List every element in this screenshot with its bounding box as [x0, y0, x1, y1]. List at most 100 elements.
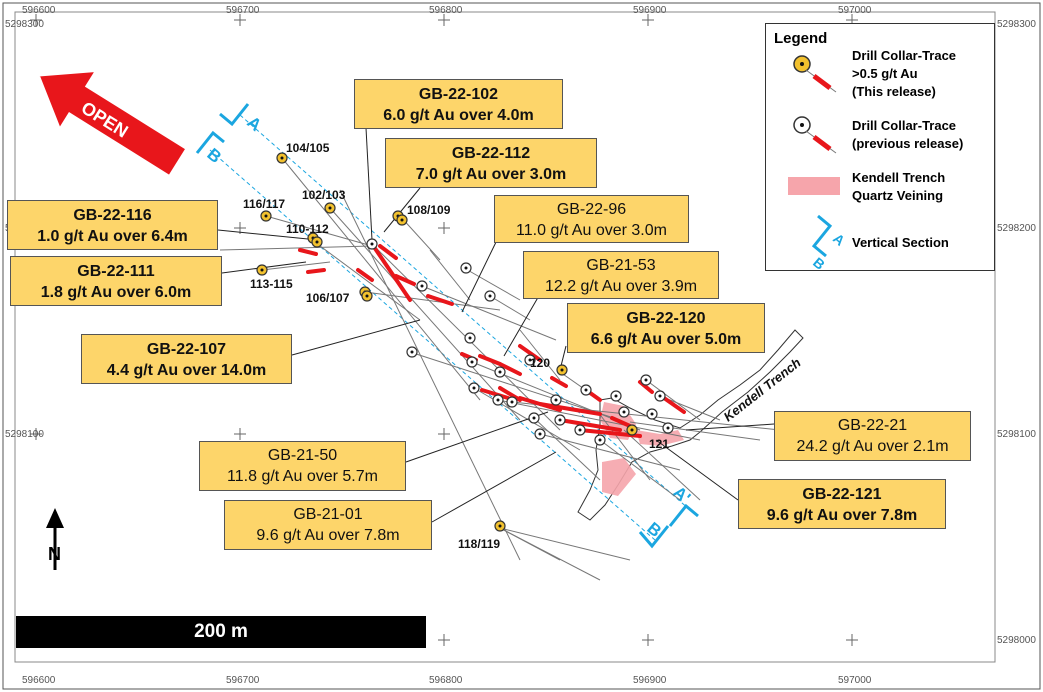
collar-previous-release — [468, 382, 480, 394]
collar-previous-release — [534, 428, 546, 440]
callout-hole: GB-22-107 — [146, 341, 227, 358]
x-label-top: 596700 — [226, 5, 260, 16]
y-label-right: 5298200 — [997, 223, 1036, 234]
callout-gb-22-102: GB-22-102 6.0 g/t Au over 4.0m — [354, 79, 563, 129]
callout-hole: GB-22-121 — [802, 486, 882, 503]
y-label-left: 5298300 — [5, 19, 44, 30]
grid-cross — [234, 14, 246, 26]
collar-previous-release — [594, 434, 606, 446]
open-arrow — [37, 69, 188, 178]
drill-trace — [645, 379, 701, 421]
gold-intercept — [370, 242, 412, 302]
gold-intercept — [550, 376, 568, 388]
collar-previous-release — [406, 346, 418, 358]
gold-intercept — [298, 248, 318, 256]
drill-trace — [533, 417, 601, 481]
collar-previous-release — [492, 394, 504, 406]
hole-label: 118/119 — [458, 537, 500, 551]
collar-previous-release-icon — [793, 116, 837, 154]
gold-intercept — [426, 294, 454, 306]
legend-text: (previous release) — [852, 136, 964, 151]
collar-this-release — [396, 214, 408, 226]
callout-gb-22-21: GB-22-21 24.2 g/t Au over 2.1m — [774, 411, 971, 461]
drill-trace — [429, 249, 471, 301]
hole-label: 116/117 — [243, 197, 285, 211]
y-label-right: 5298100 — [997, 429, 1036, 440]
callout-leaders — [217, 127, 775, 523]
collar-this-release — [260, 210, 272, 222]
grid-cross — [438, 634, 450, 646]
legend-section-a: A — [830, 230, 848, 249]
collar-previous-release — [484, 290, 496, 302]
gold-intercept — [478, 354, 502, 366]
drill-trace — [421, 285, 557, 341]
callout-grade: 12.2 g/t Au over 3.9m — [544, 278, 698, 295]
hole-label: 102/103 — [302, 188, 346, 202]
drill-trace — [399, 215, 441, 261]
collar-this-release — [311, 236, 323, 248]
collar-this-release — [494, 520, 506, 532]
hole-label: 108/109 — [407, 203, 451, 217]
grid-cross — [846, 634, 858, 646]
callout-gb-21-53: GB-21-53 12.2 g/t Au over 3.9m — [523, 251, 719, 299]
drill-trace — [629, 421, 761, 441]
callout-grade: 4.4 g/t Au over 14.0m — [106, 362, 267, 379]
drill-trace — [499, 527, 631, 561]
grid-cross — [438, 222, 450, 234]
legend-section-b: B — [810, 254, 828, 272]
section-end-markers — [195, 103, 699, 549]
collar-previous-release — [610, 390, 622, 402]
callout-gb-22-111: GB-22-111 1.8 g/t Au over 6.0m — [10, 256, 222, 306]
y-label-left: 5298100 — [5, 429, 44, 440]
gold-intercept — [356, 268, 374, 282]
callout-grade: 6.6 g/t Au over 5.0m — [590, 331, 742, 348]
collar-previous-release — [524, 354, 536, 366]
callout-hole: GB-22-120 — [626, 310, 706, 327]
callout-grade: 7.0 g/t Au over 3.0m — [415, 166, 567, 183]
legend-text: (This release) — [852, 84, 936, 99]
callout-gb-22-112: GB-22-112 7.0 g/t Au over 3.0m — [385, 138, 597, 188]
callout-hole: GB-21-53 — [586, 257, 656, 274]
north-arrow — [46, 508, 64, 570]
legend-title: Legend — [774, 30, 828, 47]
drill-trace — [463, 267, 521, 301]
collar-this-release — [276, 152, 288, 164]
callout-hole: GB-21-50 — [267, 447, 338, 464]
grid-cross — [642, 634, 654, 646]
gold-intercept — [498, 362, 522, 376]
collar-previous-release — [640, 374, 652, 386]
callout-hole: GB-22-102 — [418, 86, 499, 103]
collar-this-release-icon — [793, 55, 837, 93]
grid-cross — [234, 428, 246, 440]
callout-grade: 9.6 g/t Au over 7.8m — [766, 507, 918, 524]
drill-trace — [519, 329, 561, 381]
hole-label: 120 — [530, 356, 550, 370]
hole-label: 104/105 — [286, 141, 330, 155]
legend-text: Kendell Trench — [852, 170, 946, 185]
gold-intercept — [610, 416, 632, 428]
x-label-bottom: 597000 — [838, 675, 872, 686]
drill-collars — [256, 152, 674, 532]
legend-item-previous-release: Drill Collar-Trace (previous release) — [852, 117, 963, 153]
gold-intercept — [662, 396, 686, 414]
drill-trace — [623, 429, 701, 501]
x-label-bottom: 596900 — [633, 675, 667, 686]
collar-this-release — [626, 424, 638, 436]
legend: Legend A B Drill Collar-Trace >0.5 g/t A… — [765, 23, 995, 272]
collar-previous-release — [550, 394, 562, 406]
gold-intercept — [394, 274, 416, 286]
gold-intercept — [518, 344, 542, 362]
callout-gb-21-01: GB-21-01 9.6 g/t Au over 7.8m — [224, 500, 432, 550]
callout-grade: 1.0 g/t Au over 6.4m — [37, 228, 188, 245]
drill-trace — [489, 295, 531, 321]
collar-previous-release — [460, 262, 472, 274]
collar-previous-release — [574, 424, 586, 436]
gold-intercept — [498, 386, 522, 402]
drill-trace — [219, 245, 373, 251]
drill-trace — [311, 239, 421, 321]
gold-intercept — [306, 268, 326, 274]
x-label-bottom: 596800 — [429, 675, 463, 686]
callout-hole: GB-22-116 — [73, 207, 152, 224]
drill-trace — [364, 291, 501, 311]
grid-cross — [642, 14, 654, 26]
